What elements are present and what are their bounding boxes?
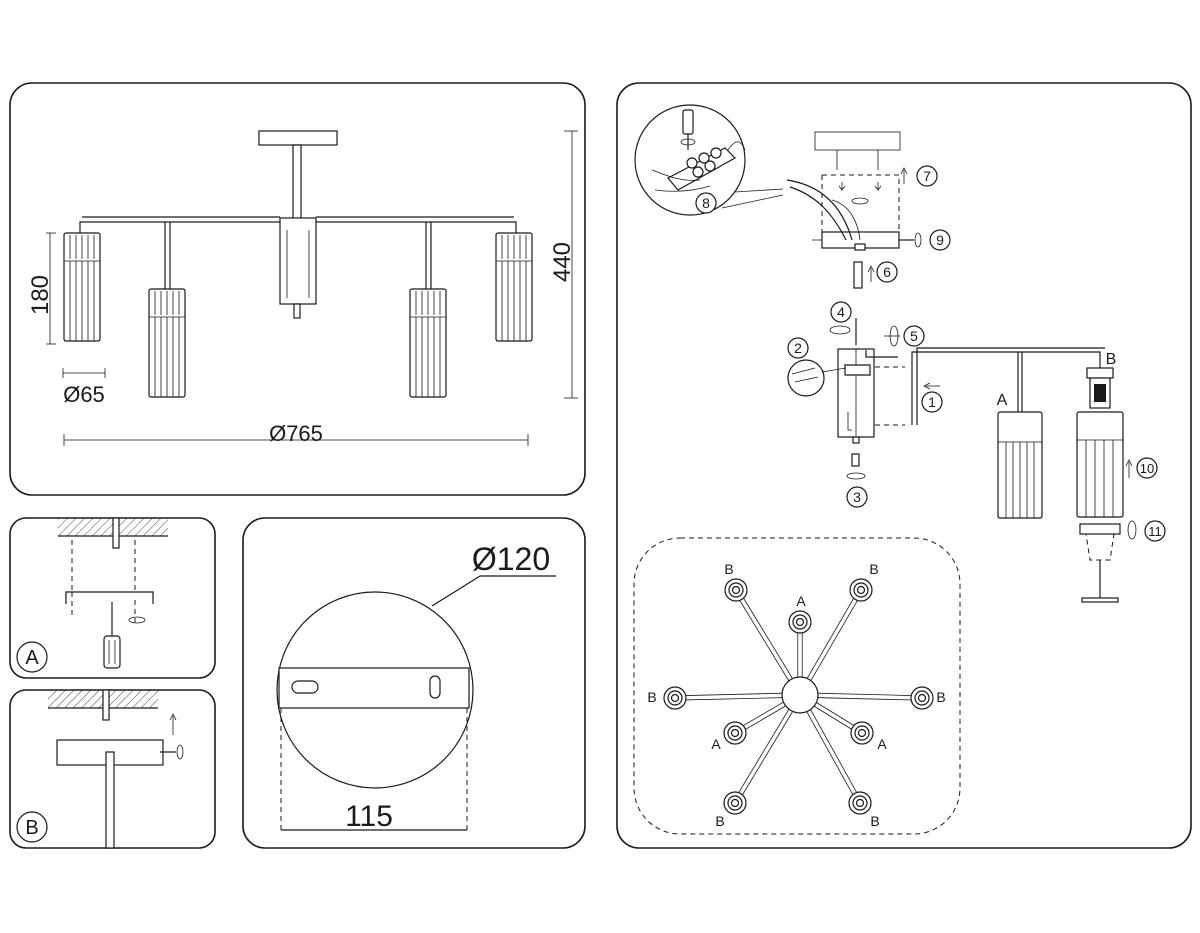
rotate-icon-4 bbox=[829, 325, 851, 335]
map-label-4: B bbox=[647, 689, 656, 705]
panel-canopy: Ø120 115 bbox=[242, 517, 586, 849]
shade-inner-left bbox=[148, 288, 186, 398]
layout-socket-4 bbox=[663, 686, 687, 710]
map-label-7: A bbox=[877, 736, 887, 752]
step-5-label: 5 bbox=[910, 328, 918, 344]
step-3-label: 3 bbox=[853, 489, 861, 505]
span-diameter-label: Ø765 bbox=[269, 421, 323, 446]
panel-assembly: 1 2 3 4 5 6 7 8 9 10 11 A B B A B B bbox=[616, 82, 1192, 849]
socket-a-label: A bbox=[997, 392, 1008, 409]
screwdriver-small-icon bbox=[680, 109, 696, 150]
layout-map-frame bbox=[633, 537, 961, 835]
step-b-badge: B bbox=[25, 817, 38, 839]
layout-spoke-4 bbox=[674, 692, 800, 697]
clamp-zoom-circle bbox=[787, 359, 825, 397]
layout-socket-7 bbox=[850, 721, 874, 745]
layout-socket-9 bbox=[848, 791, 872, 815]
step-6-label: 6 bbox=[883, 264, 891, 280]
shade-diameter-label: Ø65 bbox=[63, 382, 105, 407]
step-2-label: 2 bbox=[794, 340, 802, 356]
layout-spoke-8 bbox=[732, 693, 799, 803]
layout-socket-5 bbox=[910, 686, 934, 710]
layout-spoke-5 bbox=[799, 696, 922, 701]
panel-assembly-frame bbox=[616, 82, 1192, 849]
map-label-5: B bbox=[936, 689, 945, 705]
layout-spoke-8 bbox=[736, 695, 803, 805]
step-9-label: 9 bbox=[936, 232, 944, 248]
plate-slot-left bbox=[291, 680, 319, 694]
layout-socket-3 bbox=[849, 578, 873, 602]
total-height-label: 440 bbox=[549, 242, 576, 282]
panel-dimensions: 180 Ø65 Ø765 440 bbox=[9, 82, 586, 496]
map-label-8: B bbox=[715, 813, 724, 829]
center-body bbox=[279, 217, 317, 305]
step-a-badge: A bbox=[25, 647, 39, 669]
step-11-label: 11 bbox=[1148, 524, 1162, 539]
panel-step-a: A bbox=[9, 517, 216, 679]
layout-spoke-4 bbox=[675, 696, 801, 701]
layout-socket-2 bbox=[788, 610, 812, 634]
rotate-icon-11 bbox=[1127, 520, 1137, 540]
layout-socket-6 bbox=[723, 721, 747, 745]
map-label-6: A bbox=[711, 736, 721, 752]
layout-spoke-3 bbox=[797, 588, 860, 695]
screwdriver-icon bbox=[103, 602, 121, 669]
layout-center-hub bbox=[781, 676, 819, 714]
terminal-block bbox=[651, 141, 746, 192]
step-4-label: 4 bbox=[837, 304, 845, 320]
panel-step-b: B bbox=[9, 689, 216, 849]
layout-spoke-1 bbox=[737, 588, 803, 695]
map-label-1: B bbox=[724, 561, 733, 577]
dimension-lines bbox=[46, 130, 578, 446]
shade-inner-right bbox=[409, 288, 447, 398]
map-label-9: B bbox=[870, 813, 879, 829]
plate-width-label: 115 bbox=[345, 800, 393, 833]
map-label-3: B bbox=[869, 561, 878, 577]
shade-outer-right bbox=[495, 232, 533, 342]
socket-b-label: B bbox=[1106, 351, 1117, 368]
plate-slot-right bbox=[429, 675, 441, 699]
layout-socket-1 bbox=[724, 578, 748, 602]
layout-spoke-3 bbox=[801, 590, 864, 697]
shade-a-assembly bbox=[997, 411, 1043, 519]
step-7-label: 7 bbox=[923, 168, 931, 184]
layout-socket-8 bbox=[723, 791, 747, 815]
canopy-screw-icon bbox=[176, 744, 184, 760]
rod bbox=[853, 261, 863, 289]
chandelier-front-view bbox=[63, 130, 533, 398]
layout-map: B A B B B A A B B bbox=[633, 537, 961, 835]
layout-spoke-5 bbox=[800, 692, 923, 697]
map-label-2: A bbox=[796, 593, 806, 609]
step-10-label: 10 bbox=[1140, 461, 1154, 476]
layout-spoke-9 bbox=[801, 693, 863, 803]
step-1-label: 1 bbox=[928, 394, 936, 410]
screw-rotate-icon bbox=[128, 616, 146, 624]
arm-frame bbox=[911, 351, 1101, 425]
shade-height-label: 180 bbox=[27, 275, 54, 315]
socket-b-assembly bbox=[1076, 367, 1124, 603]
step-8-label: 8 bbox=[702, 195, 710, 211]
rotate-icon-3 bbox=[846, 472, 866, 480]
canopy-diameter-label: Ø120 bbox=[472, 541, 550, 577]
layout-spoke-1 bbox=[733, 590, 799, 697]
mounting-bracket bbox=[65, 591, 154, 604]
canopy bbox=[258, 130, 338, 146]
shade-outer-left bbox=[63, 232, 101, 342]
layout-spoke-9 bbox=[797, 695, 859, 805]
